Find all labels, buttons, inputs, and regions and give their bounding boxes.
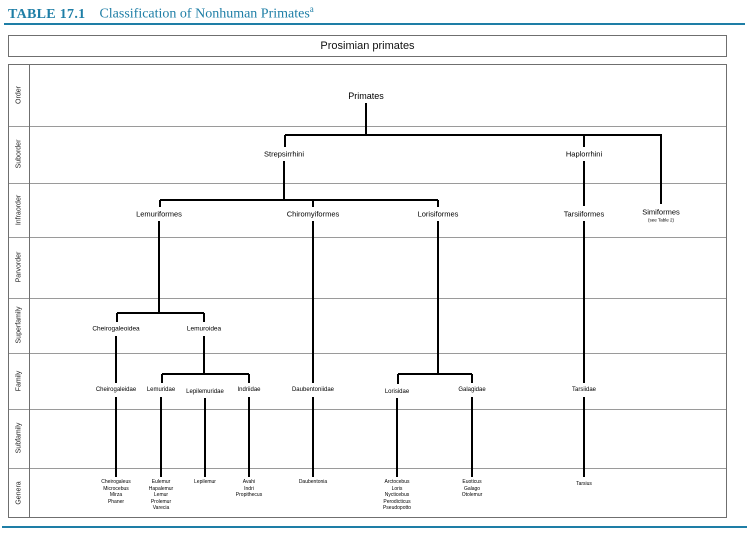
node-lemuridae: Lemuridae — [144, 387, 178, 393]
diagram-header: Prosimian primates — [8, 35, 727, 57]
rank-column-divider — [29, 65, 30, 517]
classification-grid: Order Suborder Infraorder Parvorder Supe… — [8, 64, 727, 518]
node-haplorrhini: Haplorrhini — [563, 149, 605, 159]
node-simiformes: Simiformes (see Table 2) — [640, 207, 682, 223]
table-caption: Classification of Nonhuman Primates — [99, 6, 310, 22]
node-strepsirrhini: Strepsirrhini — [261, 149, 307, 159]
tree-connector-lines — [115, 103, 662, 477]
node-indriidae: Indriidae — [235, 387, 263, 393]
row-divider — [9, 409, 726, 410]
node-galagidae: Galagidae — [456, 387, 488, 393]
node-tarsiidae: Tarsiidae — [569, 387, 599, 393]
node-lorisidae: Lorisidae — [382, 389, 412, 395]
genera-lemuridae: Eulemur Hapalemur Lemur Prolemur Varecia — [148, 479, 174, 511]
genera-daubentoniidae: Daubentonia — [298, 479, 328, 485]
genera-lorisidae: Arctocebus Loris Nycticebus Perodicticus… — [382, 479, 412, 511]
genera-indriidae: Avahi Indri Propithecus — [235, 479, 263, 498]
row-divider — [9, 183, 726, 184]
genera-galagidae: Euoticus Galago Otolemur — [461, 479, 483, 498]
row-divider — [9, 298, 726, 299]
table-title: TABLE 17.1 Classification of Nonhuman Pri… — [8, 4, 314, 23]
table-footnote-marker: a — [309, 4, 314, 14]
row-divider — [9, 126, 726, 127]
diagram-header-label: Prosimian primates — [320, 40, 415, 52]
node-tarsiiformes: Tarsiiformes — [561, 209, 607, 219]
row-divider — [9, 468, 726, 469]
table-number: TABLE 17.1 — [8, 6, 86, 22]
node-primates: Primates — [346, 91, 386, 101]
node-daubentoniidae: Daubentoniidae — [289, 387, 337, 393]
genera-cheirogaleidae: Cheirogaleus Microcebus Mirza Phaner — [101, 479, 131, 505]
node-simiformes-label: Simiformes — [642, 207, 680, 217]
title-rule — [4, 23, 745, 25]
node-lorisiformes: Lorisiformes — [415, 209, 461, 219]
node-cheirogaleoidea: Cheirogaleoidea — [90, 325, 142, 333]
genera-tarsiidae: Tarsius — [576, 481, 592, 487]
genera-lepilemuridae: Lepilemur — [194, 479, 216, 485]
node-lemuroidea: Lemuroidea — [184, 325, 224, 333]
row-divider — [9, 237, 726, 238]
node-lemuriformes: Lemuriformes — [134, 209, 184, 219]
node-lepilemuridae: Lepilemuridae — [184, 389, 226, 395]
bottom-rule — [2, 526, 747, 528]
node-cheirogaleidae: Cheirogaleidae — [93, 387, 139, 393]
row-divider — [9, 353, 726, 354]
node-chiromyiformes: Chiromyiformes — [284, 209, 342, 219]
node-simiformes-note: (see Table 2) — [648, 217, 674, 223]
